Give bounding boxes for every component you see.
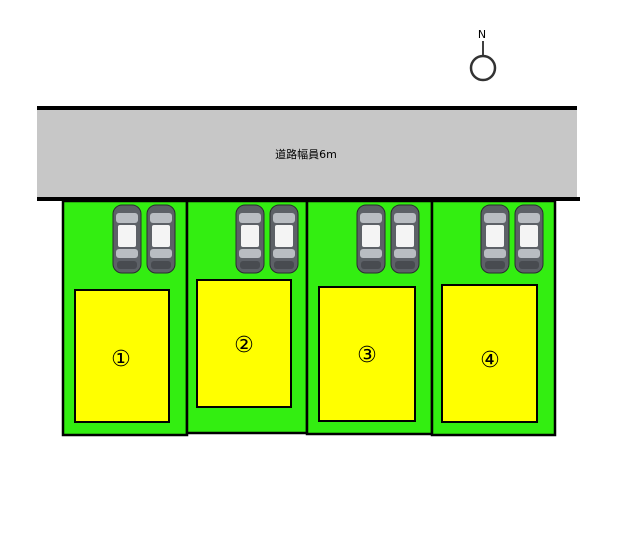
lot-2-building — [196, 279, 292, 408]
road-width-label: 道路幅員6m — [275, 147, 337, 161]
compass-circle-icon — [469, 54, 497, 82]
lot-3-car-1-icon — [356, 204, 386, 274]
lots: ① ② ③ ④ — [61, 199, 557, 437]
lot-4: ④ — [430, 199, 557, 437]
lot-4-number: ④ — [480, 348, 500, 373]
lot-4-car-2-icon — [514, 204, 544, 274]
lot-2-car-1-icon — [235, 204, 265, 274]
lot-3-car-2-icon — [390, 204, 420, 274]
lot-1: ① — [61, 199, 189, 437]
lot-4-building — [441, 284, 538, 423]
lot-3-building — [318, 286, 416, 422]
lot-1-number: ① — [111, 347, 131, 372]
lot-4-car-1-icon — [480, 204, 510, 274]
road-surface — [37, 107, 577, 197]
lot-1-car-1-icon — [112, 204, 142, 274]
lot-1-car-2-icon — [146, 204, 176, 274]
lot-3-number: ③ — [357, 343, 377, 368]
lot-3: ③ — [305, 199, 434, 436]
lot-2-number: ② — [234, 333, 254, 358]
north-letter: N — [478, 28, 486, 41]
north-arrow: N — [469, 28, 497, 82]
lot-1-building — [74, 289, 170, 423]
lot-2: ② — [185, 199, 309, 435]
road: 道路幅員6m — [37, 106, 580, 201]
lot-2-car-2-icon — [269, 204, 299, 274]
